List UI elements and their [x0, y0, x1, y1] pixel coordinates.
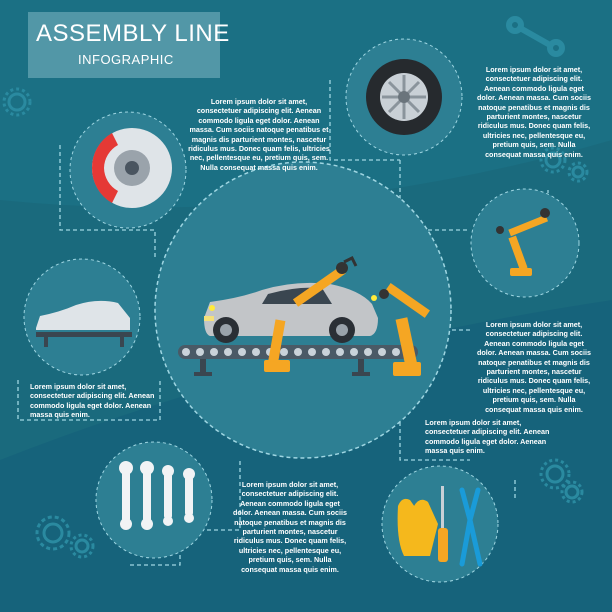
- tire-icon: [366, 59, 442, 135]
- text-block-bottom: Lorem ipsum dolor sit amet, consectetuer…: [233, 480, 347, 574]
- weld-sparks: [209, 295, 377, 311]
- brake-disc-icon: [91, 128, 172, 208]
- work-gloves-icon: [397, 498, 438, 556]
- gear-icon: [2, 87, 589, 559]
- text-block-right-short: Lorem ipsum dolor sit amet, consectetuer…: [425, 418, 550, 456]
- text-block-left: Lorem ipsum dolor sit amet, consectetuer…: [30, 382, 155, 420]
- conveyor-belt: [178, 345, 418, 376]
- text-block-top-left: Lorem ipsum dolor sit amet, consectetuer…: [188, 97, 330, 172]
- robot-arm-right: [379, 282, 430, 376]
- robot-arm-left: [264, 255, 358, 372]
- text-block-mid-right: Lorem ipsum dolor sit amet, consectetuer…: [477, 320, 591, 414]
- pliers-icon: [459, 487, 483, 567]
- text-block-top-right: Lorem ipsum dolor sit amet, consectetuer…: [477, 65, 591, 159]
- wrench-icon: [506, 16, 565, 57]
- robot-circle: [470, 188, 580, 298]
- industrial-robot-icon: [496, 208, 550, 276]
- wrench-set-icon: [119, 461, 195, 530]
- page-title: ASSEMBLY LINE: [36, 20, 230, 47]
- title-panel: ASSEMBLY LINE INFOGRAPHIC: [28, 12, 229, 78]
- car-frame-icon: [36, 300, 132, 347]
- screwdriver-icon: [438, 486, 448, 562]
- car-illustration: [204, 282, 378, 343]
- wrenches-circle: [95, 441, 213, 559]
- page-subtitle: INFOGRAPHIC: [78, 52, 174, 67]
